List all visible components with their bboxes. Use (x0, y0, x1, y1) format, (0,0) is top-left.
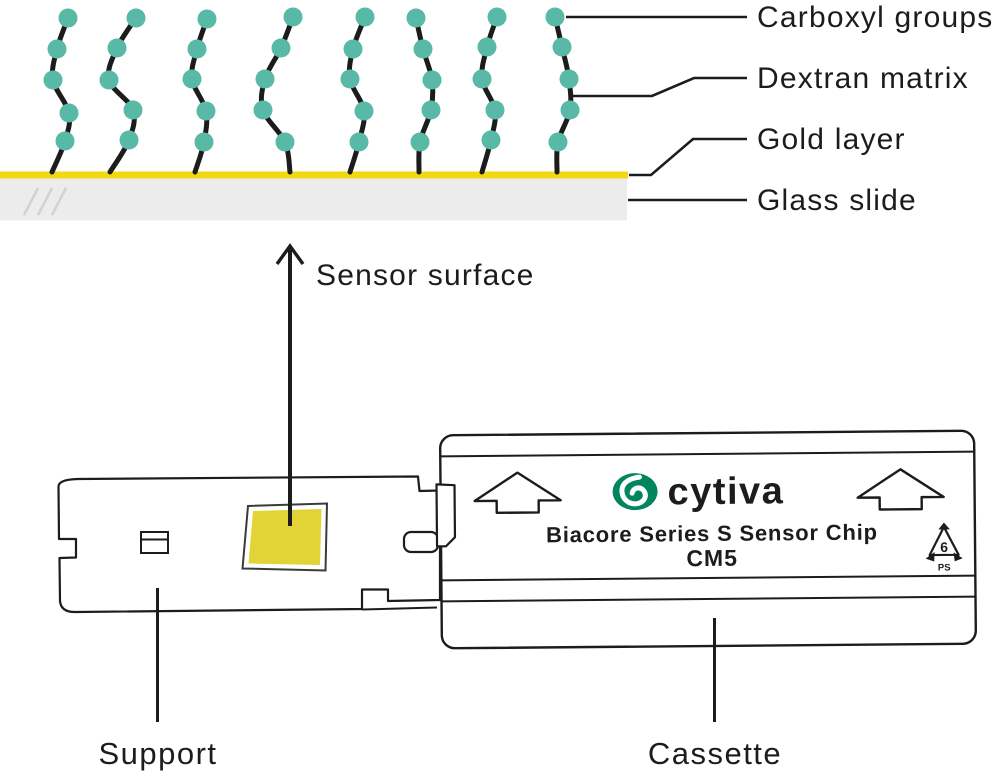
support-label: Support (98, 736, 217, 771)
cassette-label: Cassette (648, 736, 782, 771)
carboxyl-group-dot (422, 70, 442, 90)
carboxyl-group-dot (354, 101, 374, 121)
sensor-surface-pointer (275, 243, 305, 526)
carboxyl-group-dot (545, 7, 565, 27)
carboxyl-group-dot (59, 103, 79, 123)
insert-direction-arrow-right-icon (856, 468, 945, 511)
carboxyl-group-dot (559, 69, 579, 89)
cytiva-logo-icon (612, 473, 658, 511)
support-chip (57, 475, 442, 614)
carboxyl-group-dot (481, 130, 501, 150)
recycling-symbol-icon: 6 PS (925, 522, 963, 573)
carboxyl-group-dot (487, 7, 507, 27)
carboxyl-group-dot (283, 7, 303, 27)
cytiva-wordmark: cytiva (667, 470, 784, 513)
cassette-bottom-rail-1 (441, 574, 976, 582)
carboxyl-group-dot (275, 132, 295, 152)
glass-slide (0, 178, 627, 221)
carboxyl-group-dot (197, 9, 217, 29)
carboxyl-group-dot (406, 8, 426, 28)
gold-layer-label: Gold layer (757, 123, 906, 156)
leader-lines (566, 15, 747, 202)
carboxyl-group-dot (187, 39, 207, 59)
carboxyl-group-dot (472, 69, 492, 89)
carboxyl-group-dot (349, 132, 369, 152)
carboxyl-group-dot (55, 131, 75, 151)
carboxyl-group-dot (355, 7, 375, 27)
carboxyl-group-dot (123, 100, 143, 120)
carboxyl-group-dot (107, 38, 127, 58)
carboxyl-group-dot (253, 100, 273, 120)
carboxyl-group-dot (485, 100, 505, 120)
recycle-material-text: PS (938, 562, 951, 573)
cassette-body: cytiva Biacore Series S Sensor Chip CM5 … (435, 429, 978, 650)
glass-slide-label: Glass slide (757, 184, 917, 217)
carboxyl-group-dot (196, 101, 216, 121)
carboxyl-group-dot (58, 8, 78, 28)
carboxyl-group-dot (552, 37, 572, 57)
gold-layer (0, 171, 628, 179)
carboxyl-group-dot (548, 132, 568, 152)
arrow-up-icon (275, 243, 305, 265)
dextran-matrix-chains (43, 7, 580, 175)
support-pin-slot (402, 530, 440, 554)
carboxyl-group-dot (413, 39, 433, 59)
carboxyl-group-dot (340, 69, 360, 89)
support-bottom-edge-line (361, 606, 438, 611)
cassette-latch-tab (435, 483, 457, 548)
carboxyl-group-dot (421, 100, 441, 120)
carboxyl-group-dot (271, 38, 291, 58)
dextran-matrix-label: Dextran matrix (757, 62, 969, 95)
cassette-top-rail (440, 450, 975, 458)
carboxyl-group-dot (477, 37, 497, 57)
recycle-code-text: 6 (940, 539, 948, 555)
insert-direction-arrow-left-icon (473, 471, 562, 515)
carboxyl-group-dot (99, 70, 119, 90)
carboxyl-group-dot (343, 39, 363, 59)
model-text: CM5 (686, 545, 738, 571)
cassette-bottom-rail-2 (441, 595, 976, 603)
carboxyl-group-dot (182, 69, 202, 89)
carboxyl-group-dot (43, 70, 63, 90)
product-name-text: Biacore Series S Sensor Chip (546, 520, 878, 548)
sensor-window-gold (248, 509, 322, 565)
support-slot (140, 531, 169, 554)
sensor-surface-label: Sensor surface (316, 259, 535, 292)
carboxyl-group-dot (119, 130, 139, 150)
carboxyl-group-dot (126, 8, 146, 28)
gold-leader-line (629, 137, 747, 177)
carboxyl-groups-label: Carboxyl groups (757, 1, 993, 34)
carboxyl-group-dot (410, 132, 430, 152)
glass-hatch-marks (22, 187, 68, 216)
dextran-leader-line (573, 76, 747, 98)
carboxyl-group-dot (255, 69, 275, 89)
carboxyl-group-dot (194, 132, 214, 152)
carboxyl-group-dot (47, 39, 67, 59)
carboxyl-group-dot (560, 100, 580, 120)
